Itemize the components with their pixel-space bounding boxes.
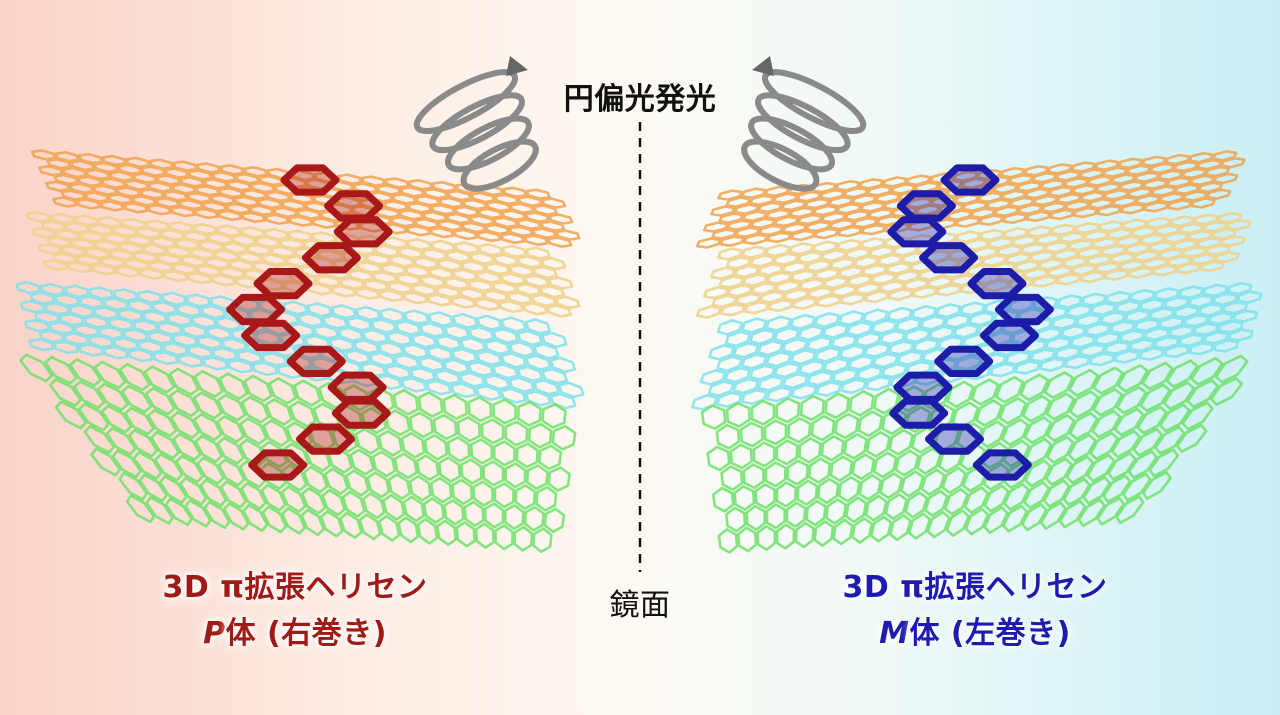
left-spring-coil [413,69,539,192]
left-arrow-head [506,56,528,76]
left-enantiomer-label: P体 (右巻き) [115,608,475,652]
right-helicene-ring [979,319,1039,352]
left-helicene-ring [301,242,361,274]
right-helicene-ring [896,190,956,222]
right-compound-title: 3D π拡張ヘリセン [842,570,1108,605]
right-sheet-yellow [695,211,1252,319]
left-compound-title: 3D π拡張ヘリセン [162,570,428,605]
left-helicene-ring [331,397,391,429]
right-helicene-ring [889,397,949,429]
right-helicene-ring [925,423,984,455]
right-enantiomer-letter: M [879,616,910,651]
left-helicene-ring [286,345,346,377]
right-helicene-ring [972,449,1032,481]
right-sheet-orange [695,150,1246,249]
left-sheet-cyan [15,281,585,410]
right-enantiomer-desc: 体 (左巻き) [909,616,1071,651]
right-helicene-ring [887,216,947,248]
left-sheet-yellow [25,211,581,318]
circularly-polarized-luminescence-label: 円偏光発光 [563,82,717,117]
right-helicene-ring [934,345,994,377]
right-helicene-ring [967,268,1027,300]
mirror-plane-label: 鏡面 [609,588,671,623]
left-helicene-ring [241,319,301,352]
right-circular-polarization-spring-icon [741,56,867,192]
left-helicene-ring [324,190,384,222]
right-helicene-ring [893,371,953,403]
right-enantiomer-label: M体 (左巻き) [790,608,1160,652]
left-enantiomer-desc: 体 (右巻き) [225,616,387,651]
left-sheet-green [19,353,577,554]
left-helicene-p [226,164,393,481]
left-helicene-ring [280,164,340,196]
left-helicene-ring [248,449,308,481]
left-enantiomer-letter: P [203,616,226,651]
left-helicene-ring [253,268,313,300]
left-helicene-ring [296,423,355,455]
left-helicene-ring [327,371,387,403]
right-sheet-cyan [691,281,1263,411]
right-helicene-ring [994,293,1054,326]
right-graphene-sheets [691,150,1263,554]
right-helicene-ring [940,164,1000,196]
left-circular-polarization-spring-icon [413,56,539,192]
right-spring-coil [741,69,867,192]
left-helicene-ring [333,216,393,248]
right-arrow-head [752,56,774,76]
right-helicene-ring [919,242,979,274]
left-helicene-ring [226,293,286,326]
right-helicene-m [887,164,1054,481]
